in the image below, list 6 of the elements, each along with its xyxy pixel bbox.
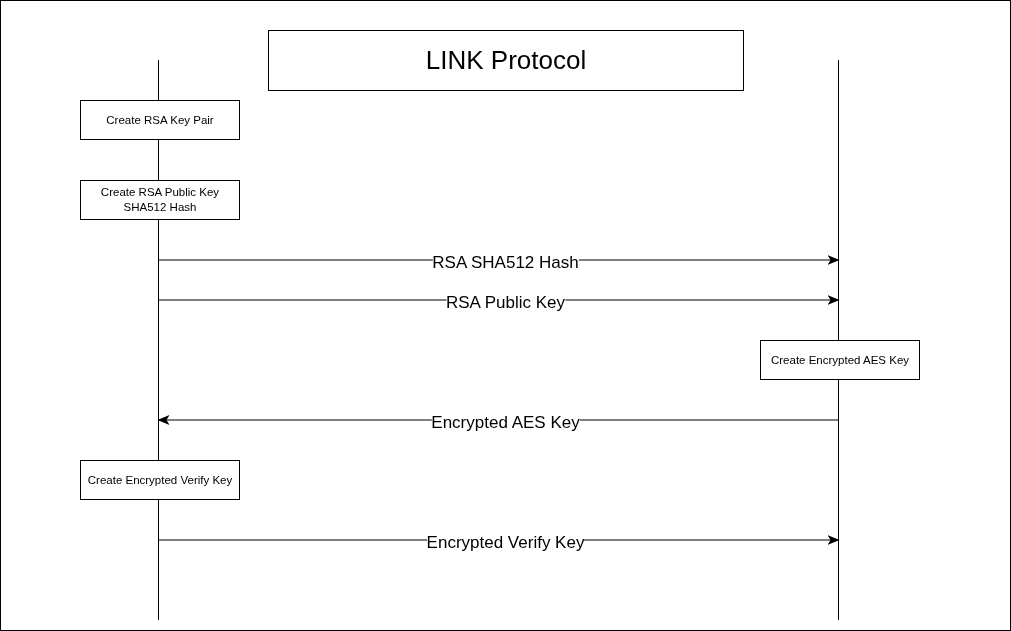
diagram-title: LINK Protocol: [268, 30, 744, 91]
lifeline: [838, 60, 839, 620]
process-box: Create Encrypted Verify Key: [80, 460, 240, 500]
process-box: Create Encrypted AES Key: [760, 340, 920, 380]
process-box: Create RSA Public Key SHA512 Hash: [80, 180, 240, 220]
process-box: Create RSA Key Pair: [80, 100, 240, 140]
